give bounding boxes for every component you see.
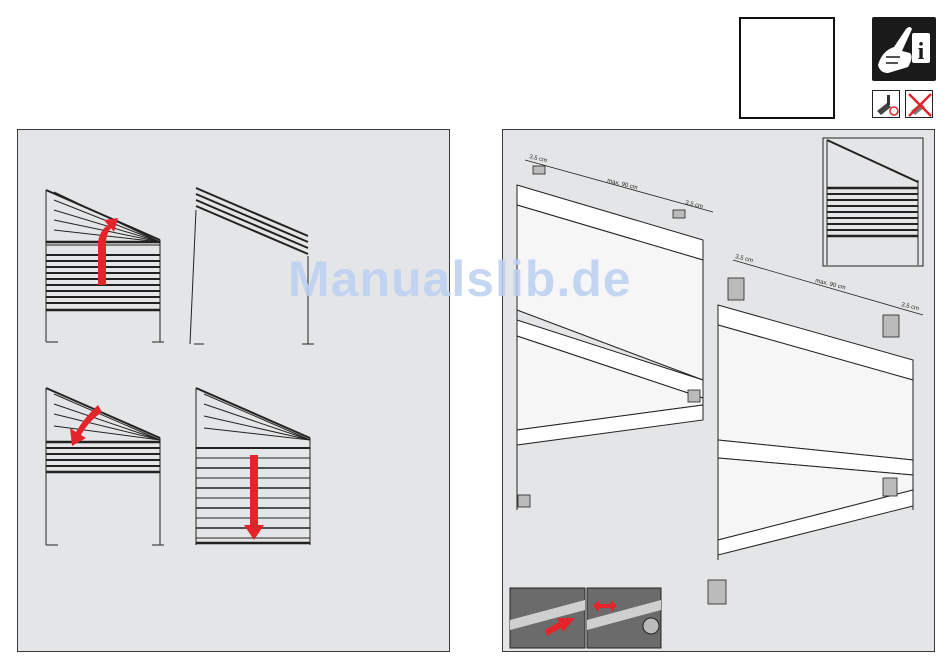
screwdriver-drill-icon <box>872 90 900 118</box>
figure-lower-top-rail <box>46 388 164 545</box>
arrow-up-icon <box>98 218 118 285</box>
watermark: Manualslib.de <box>288 250 632 308</box>
dim-max-top: max. 90 cm <box>607 178 639 191</box>
blind-large-1 <box>517 185 703 510</box>
dim-right-mid: 3,5 cm <box>901 302 920 312</box>
inset-blind <box>823 138 923 266</box>
svg-text:i: i <box>918 39 925 65</box>
blind-large-2 <box>718 305 913 560</box>
no-drill-crossed-icon <box>905 90 933 118</box>
info-hand-icon: i <box>872 17 936 81</box>
detail-photo-right <box>587 588 661 648</box>
dim-right-top: 3,5 cm <box>685 200 704 210</box>
detail-photo-left <box>510 588 585 648</box>
operation-panel <box>17 129 450 652</box>
page-number-box <box>739 17 835 119</box>
dim-left-top: 3,5 cm <box>529 154 548 164</box>
installation-illustrations: 3,5 cm max. 90 cm 3,5 cm 3,5 cm max. 90 … <box>503 130 936 653</box>
installation-panel: 3,5 cm max. 90 cm 3,5 cm 3,5 cm max. 90 … <box>502 129 935 652</box>
operation-illustrations <box>18 130 451 653</box>
dim-max-mid: max. 90 cm <box>815 278 847 291</box>
